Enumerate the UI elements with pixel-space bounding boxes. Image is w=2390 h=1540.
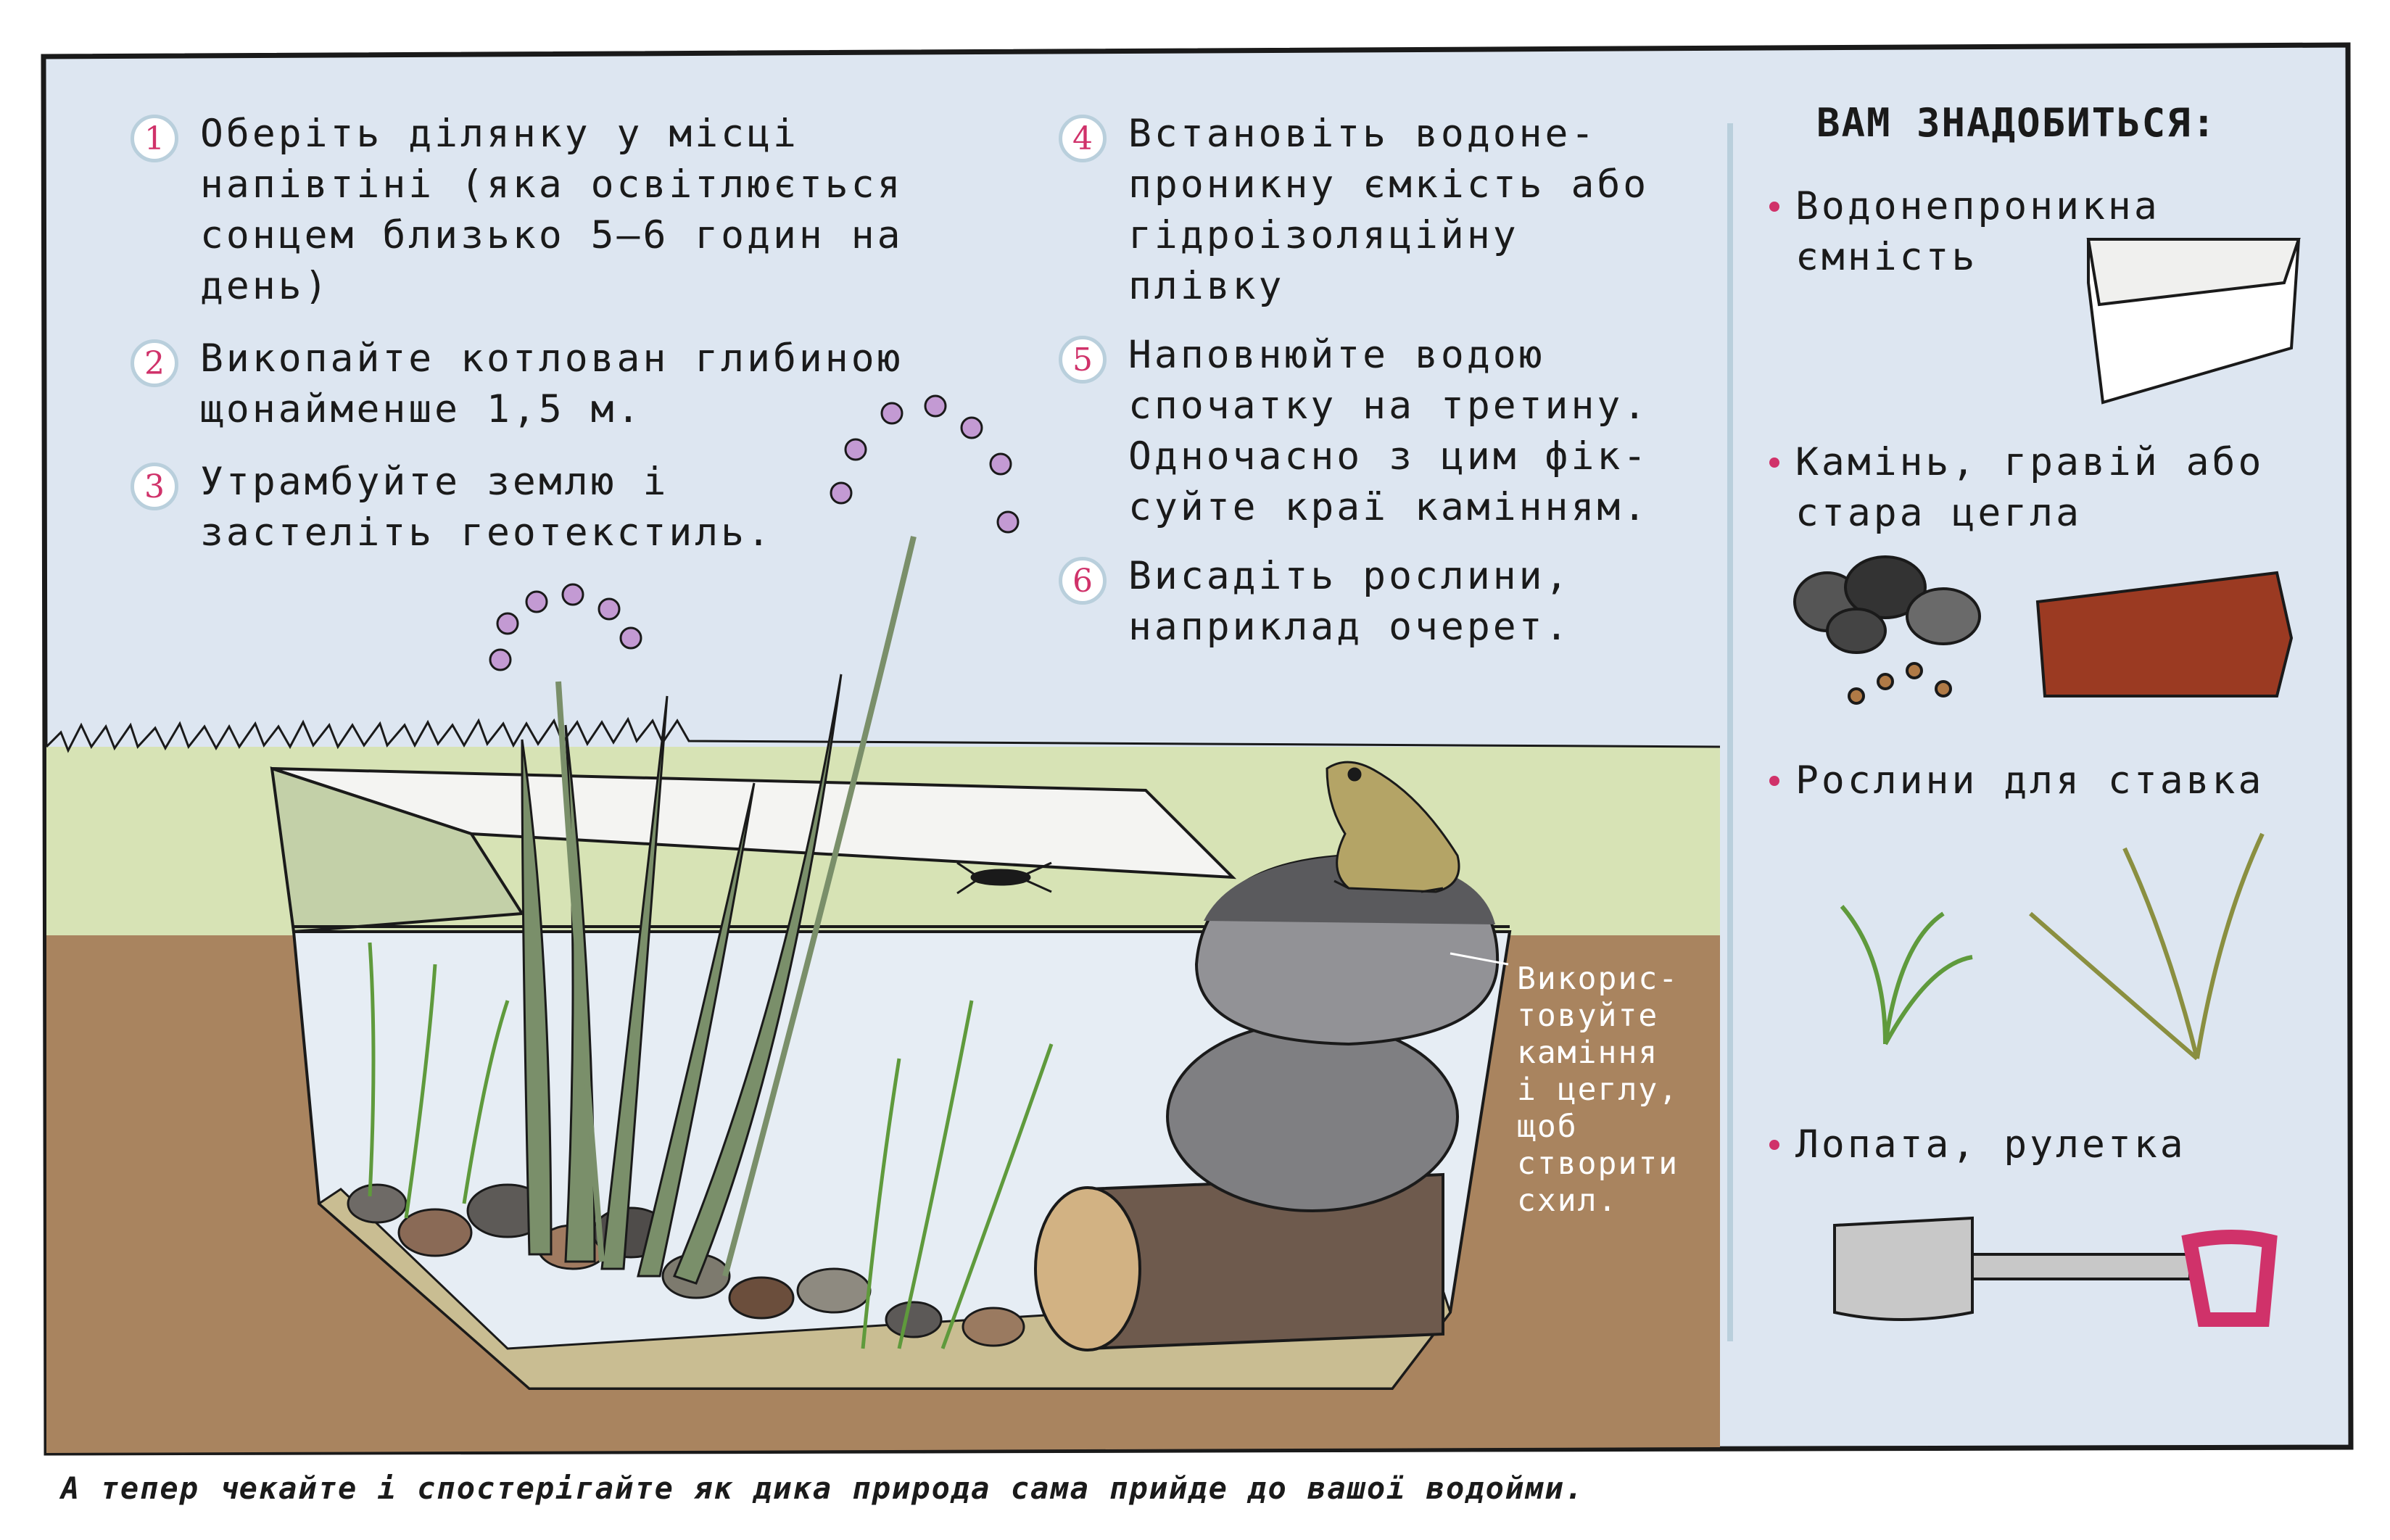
flower-stems	[555, 536, 917, 1278]
need-item-tools: Лопата, рулетка	[1769, 1119, 2186, 1170]
step-number: 1	[131, 115, 178, 162]
step-3: 3 Утрамбуйте землю і застеліть геотексти…	[131, 457, 773, 558]
step-number: 6	[1059, 557, 1107, 605]
frog-icon	[1326, 761, 1460, 893]
step-2: 2 Викопайте котлован глибиною щонайменше…	[131, 334, 904, 435]
need-text: Лопата, рулетка	[1795, 1122, 2186, 1167]
need-item-plants: Рослини для ставка	[1769, 755, 2264, 806]
need-item-container: Водонепроникна ємність	[1769, 181, 2160, 283]
step-number: 2	[131, 339, 178, 387]
water-weed-plants	[368, 942, 1054, 1349]
bullet-icon	[1769, 202, 1779, 212]
stones-brick-icon	[1793, 555, 2294, 705]
need-text: Водонепроникна ємність	[1795, 184, 2160, 279]
shovel-icon	[1833, 1216, 2278, 1327]
step-5: 5 Наповнюйте водою спочатку на третину. …	[1059, 330, 1649, 533]
container-icon	[2086, 238, 2301, 405]
stone-bottom	[1166, 1021, 1459, 1212]
step-text: Наповнюйте водою спочатку на третину. Од…	[1128, 333, 1650, 529]
log-end	[1034, 1186, 1141, 1351]
need-text: Рослини для ставка	[1795, 758, 2265, 803]
step-number: 5	[1059, 336, 1107, 384]
flowering-rush-icon	[489, 394, 1020, 671]
liner-side	[270, 766, 525, 934]
bullet-icon	[1769, 776, 1779, 786]
need-text: Камінь, гравій або стара цегла	[1795, 440, 2265, 535]
bullet-icon	[1769, 458, 1779, 468]
step-text: Оберіть ділянку у місці напівтіні (яка о…	[200, 112, 904, 308]
step-6: 6 Висадіть рослини, наприклад очерет.	[1059, 551, 1571, 653]
slope-tip: Викорис- товуйте каміння і цеглу, щоб ст…	[1517, 961, 1679, 1219]
grass-edge	[45, 716, 1721, 753]
step-1: 1 Оберіть ділянку у місці напівтіні (яка…	[131, 109, 904, 312]
needs-title: ВАМ ЗНАДОБИТЬСЯ:	[1816, 100, 2217, 146]
step-number: 4	[1059, 115, 1107, 162]
step-text: Висадіть рослини, наприклад очерет.	[1128, 554, 1571, 649]
step-text: Утрамбуйте землю і застеліть геотекстиль…	[200, 460, 773, 555]
need-item-stones: Камінь, гравій або стара цегла	[1769, 437, 2264, 539]
bullet-icon	[1769, 1140, 1779, 1150]
tip-pointer	[1450, 952, 1509, 966]
footer-caption: А тепер чекайте і спостерігайте як дика …	[61, 1470, 1585, 1506]
step-number: 3	[131, 463, 178, 510]
water-strider-icon	[956, 861, 1052, 895]
pond-plants-icon	[1840, 832, 2265, 1061]
step-text: Встановіть водоне- проникну ємкість або …	[1128, 112, 1650, 308]
step-4: 4 Встановіть водоне- проникну ємкість аб…	[1059, 109, 1649, 312]
step-text: Викопайте котлован глибиною щонайменше 1…	[200, 336, 904, 431]
